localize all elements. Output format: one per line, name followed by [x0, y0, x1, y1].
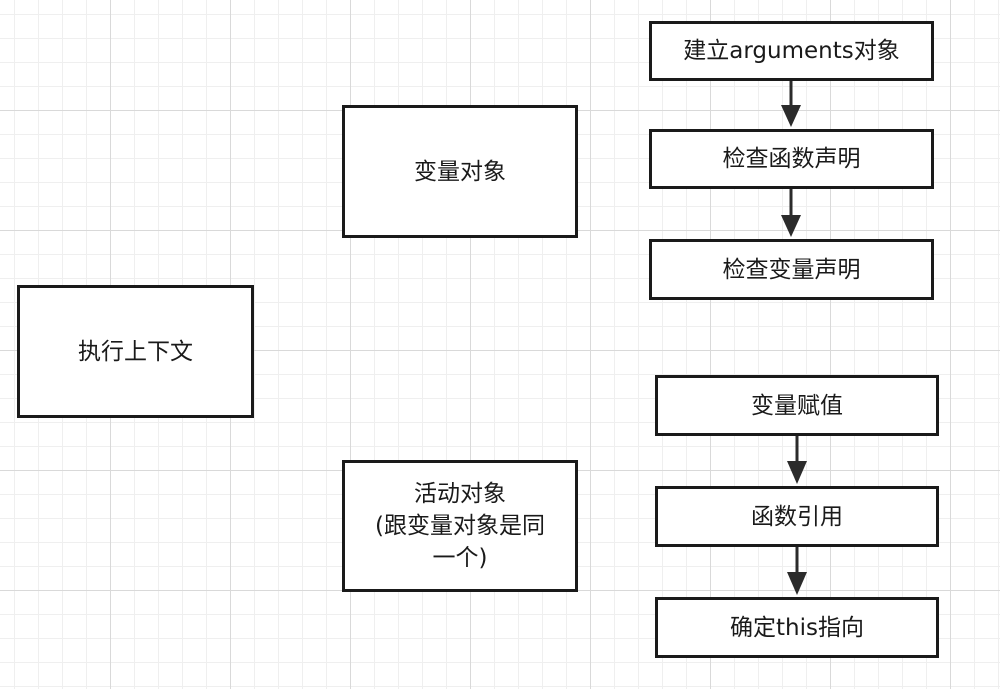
- execution-context-node[interactable]: 执行上下文: [17, 285, 254, 418]
- variable-object-node[interactable]: 变量对象: [342, 105, 578, 238]
- determine-this-step[interactable]: 确定this指向: [655, 597, 939, 658]
- arrow-assignment-to-function-reference: [787, 436, 807, 484]
- arrow-function-reference-to-this: [787, 547, 807, 595]
- arrow-arguments-to-function-check: [781, 81, 801, 127]
- check-function-declaration-step[interactable]: 检查函数声明: [649, 129, 934, 189]
- create-arguments-step[interactable]: 建立arguments对象: [649, 21, 934, 81]
- function-reference-step[interactable]: 函数引用: [655, 486, 939, 547]
- variable-assignment-step[interactable]: 变量赋值: [655, 375, 939, 436]
- activation-object-node[interactable]: 活动对象 (跟变量对象是同 一个): [342, 460, 578, 592]
- arrow-function-check-to-variable-check: [781, 189, 801, 237]
- check-variable-declaration-step[interactable]: 检查变量声明: [649, 239, 934, 300]
